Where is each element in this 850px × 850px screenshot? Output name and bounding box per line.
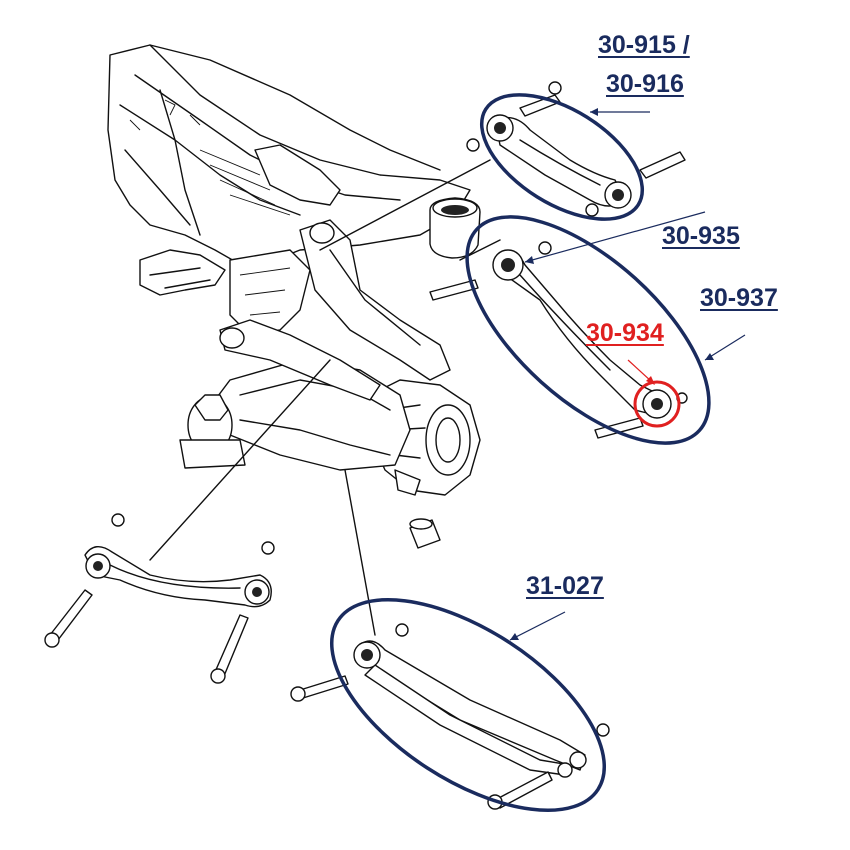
bushing-sleeve: [409, 518, 441, 549]
callout-30-915-ring: [479, 93, 645, 221]
subframe: [107, 44, 481, 336]
lower-control-arm: [179, 359, 411, 471]
pointer-30-935: [524, 211, 706, 263]
leader-lines: [149, 159, 501, 636]
label-30-916[interactable]: 30-916: [606, 70, 684, 98]
callout-30-934-ring: [633, 380, 681, 428]
label-30-915[interactable]: 30-915 /: [598, 31, 690, 59]
arm-30-937: [429, 241, 688, 439]
arm-lower-left: [44, 513, 275, 684]
pointer-31-027: [509, 611, 566, 641]
label-30-935[interactable]: 30-935: [662, 222, 740, 250]
callout-pointers: [509, 108, 746, 641]
arm-30-915: [466, 81, 686, 217]
arm-31-027: [290, 623, 610, 810]
upper-wishbone: [219, 219, 451, 401]
label-30-937[interactable]: 30-937: [700, 284, 778, 312]
label-31-027[interactable]: 31-027: [526, 572, 604, 600]
pointer-30-934: [627, 359, 653, 383]
callout-31-027-ring: [329, 597, 607, 813]
pointer-30-937: [704, 334, 746, 361]
callout-rings: [329, 93, 711, 813]
callout-30-937-ring: [465, 215, 711, 445]
label-30-934[interactable]: 30-934: [586, 319, 664, 347]
